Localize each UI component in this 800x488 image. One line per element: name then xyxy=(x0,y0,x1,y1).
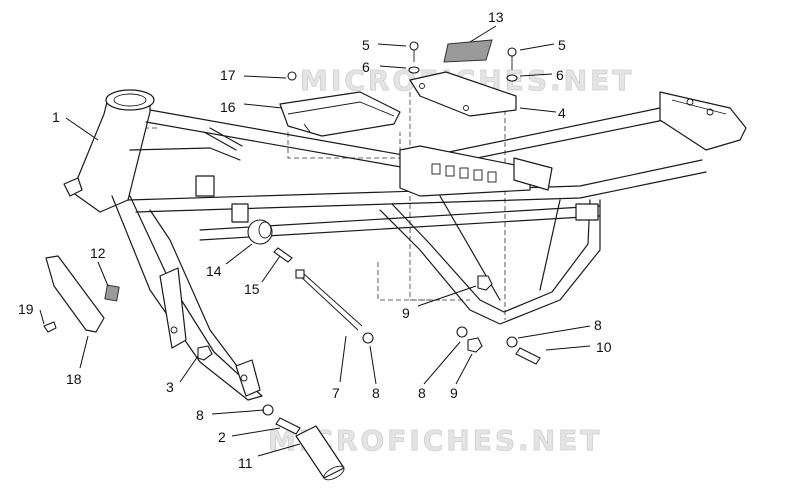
callout-16: 16 xyxy=(220,99,236,115)
callout-3: 3 xyxy=(166,379,174,395)
callout-11: 11 xyxy=(238,455,253,471)
callout-6a: 6 xyxy=(362,59,370,75)
nut-9a xyxy=(477,275,493,291)
callout-10: 10 xyxy=(596,339,612,355)
callout-8d: 8 xyxy=(196,407,204,423)
callout-6b: 6 xyxy=(556,67,564,83)
washer-6a xyxy=(408,66,420,74)
callout-17: 17 xyxy=(220,67,236,83)
callout-8b: 8 xyxy=(418,385,426,401)
callout-18: 18 xyxy=(66,371,82,387)
callout-8a: 8 xyxy=(372,385,380,401)
callout-4: 4 xyxy=(558,105,566,121)
callouts: 1 2 3 4 5 5 6 6 7 8 8 8 8 9 9 10 11 12 1… xyxy=(18,9,612,471)
callout-7: 7 xyxy=(332,385,340,401)
screw-5a xyxy=(409,41,419,51)
washer-6b xyxy=(506,74,518,82)
battery-tray xyxy=(279,91,401,137)
callout-12: 12 xyxy=(90,245,106,261)
callout-9a: 9 xyxy=(402,305,410,321)
screw-17 xyxy=(287,71,297,81)
callout-8c: 8 xyxy=(594,317,602,333)
callout-2: 2 xyxy=(218,429,226,445)
callout-1: 1 xyxy=(52,109,60,125)
guard-18 xyxy=(45,255,105,333)
bolt-10 xyxy=(515,347,541,365)
washer-8d xyxy=(262,404,274,416)
callout-15: 15 xyxy=(244,281,260,297)
screw-5b xyxy=(507,47,517,57)
washer-8c xyxy=(506,336,518,348)
washer-8b xyxy=(456,326,468,338)
callout-5b: 5 xyxy=(558,37,566,53)
parts xyxy=(43,39,541,481)
nut-9b xyxy=(467,337,483,353)
nut-3 xyxy=(197,345,213,361)
callout-14: 14 xyxy=(206,263,222,279)
callout-9b: 9 xyxy=(450,385,458,401)
motorcycle-frame xyxy=(63,89,747,401)
bolt-7 xyxy=(299,275,359,331)
bolt-15 xyxy=(273,247,293,263)
callout-13: 13 xyxy=(488,9,504,25)
callout-5a: 5 xyxy=(362,37,370,53)
screw-19 xyxy=(43,321,57,333)
leader-lines xyxy=(39,25,591,457)
bolt-2 xyxy=(275,417,301,435)
plate-4 xyxy=(409,71,517,117)
pad-13 xyxy=(443,39,493,63)
clip-12 xyxy=(104,284,120,302)
washer-8a xyxy=(362,332,374,344)
callout-19: 19 xyxy=(18,301,34,317)
